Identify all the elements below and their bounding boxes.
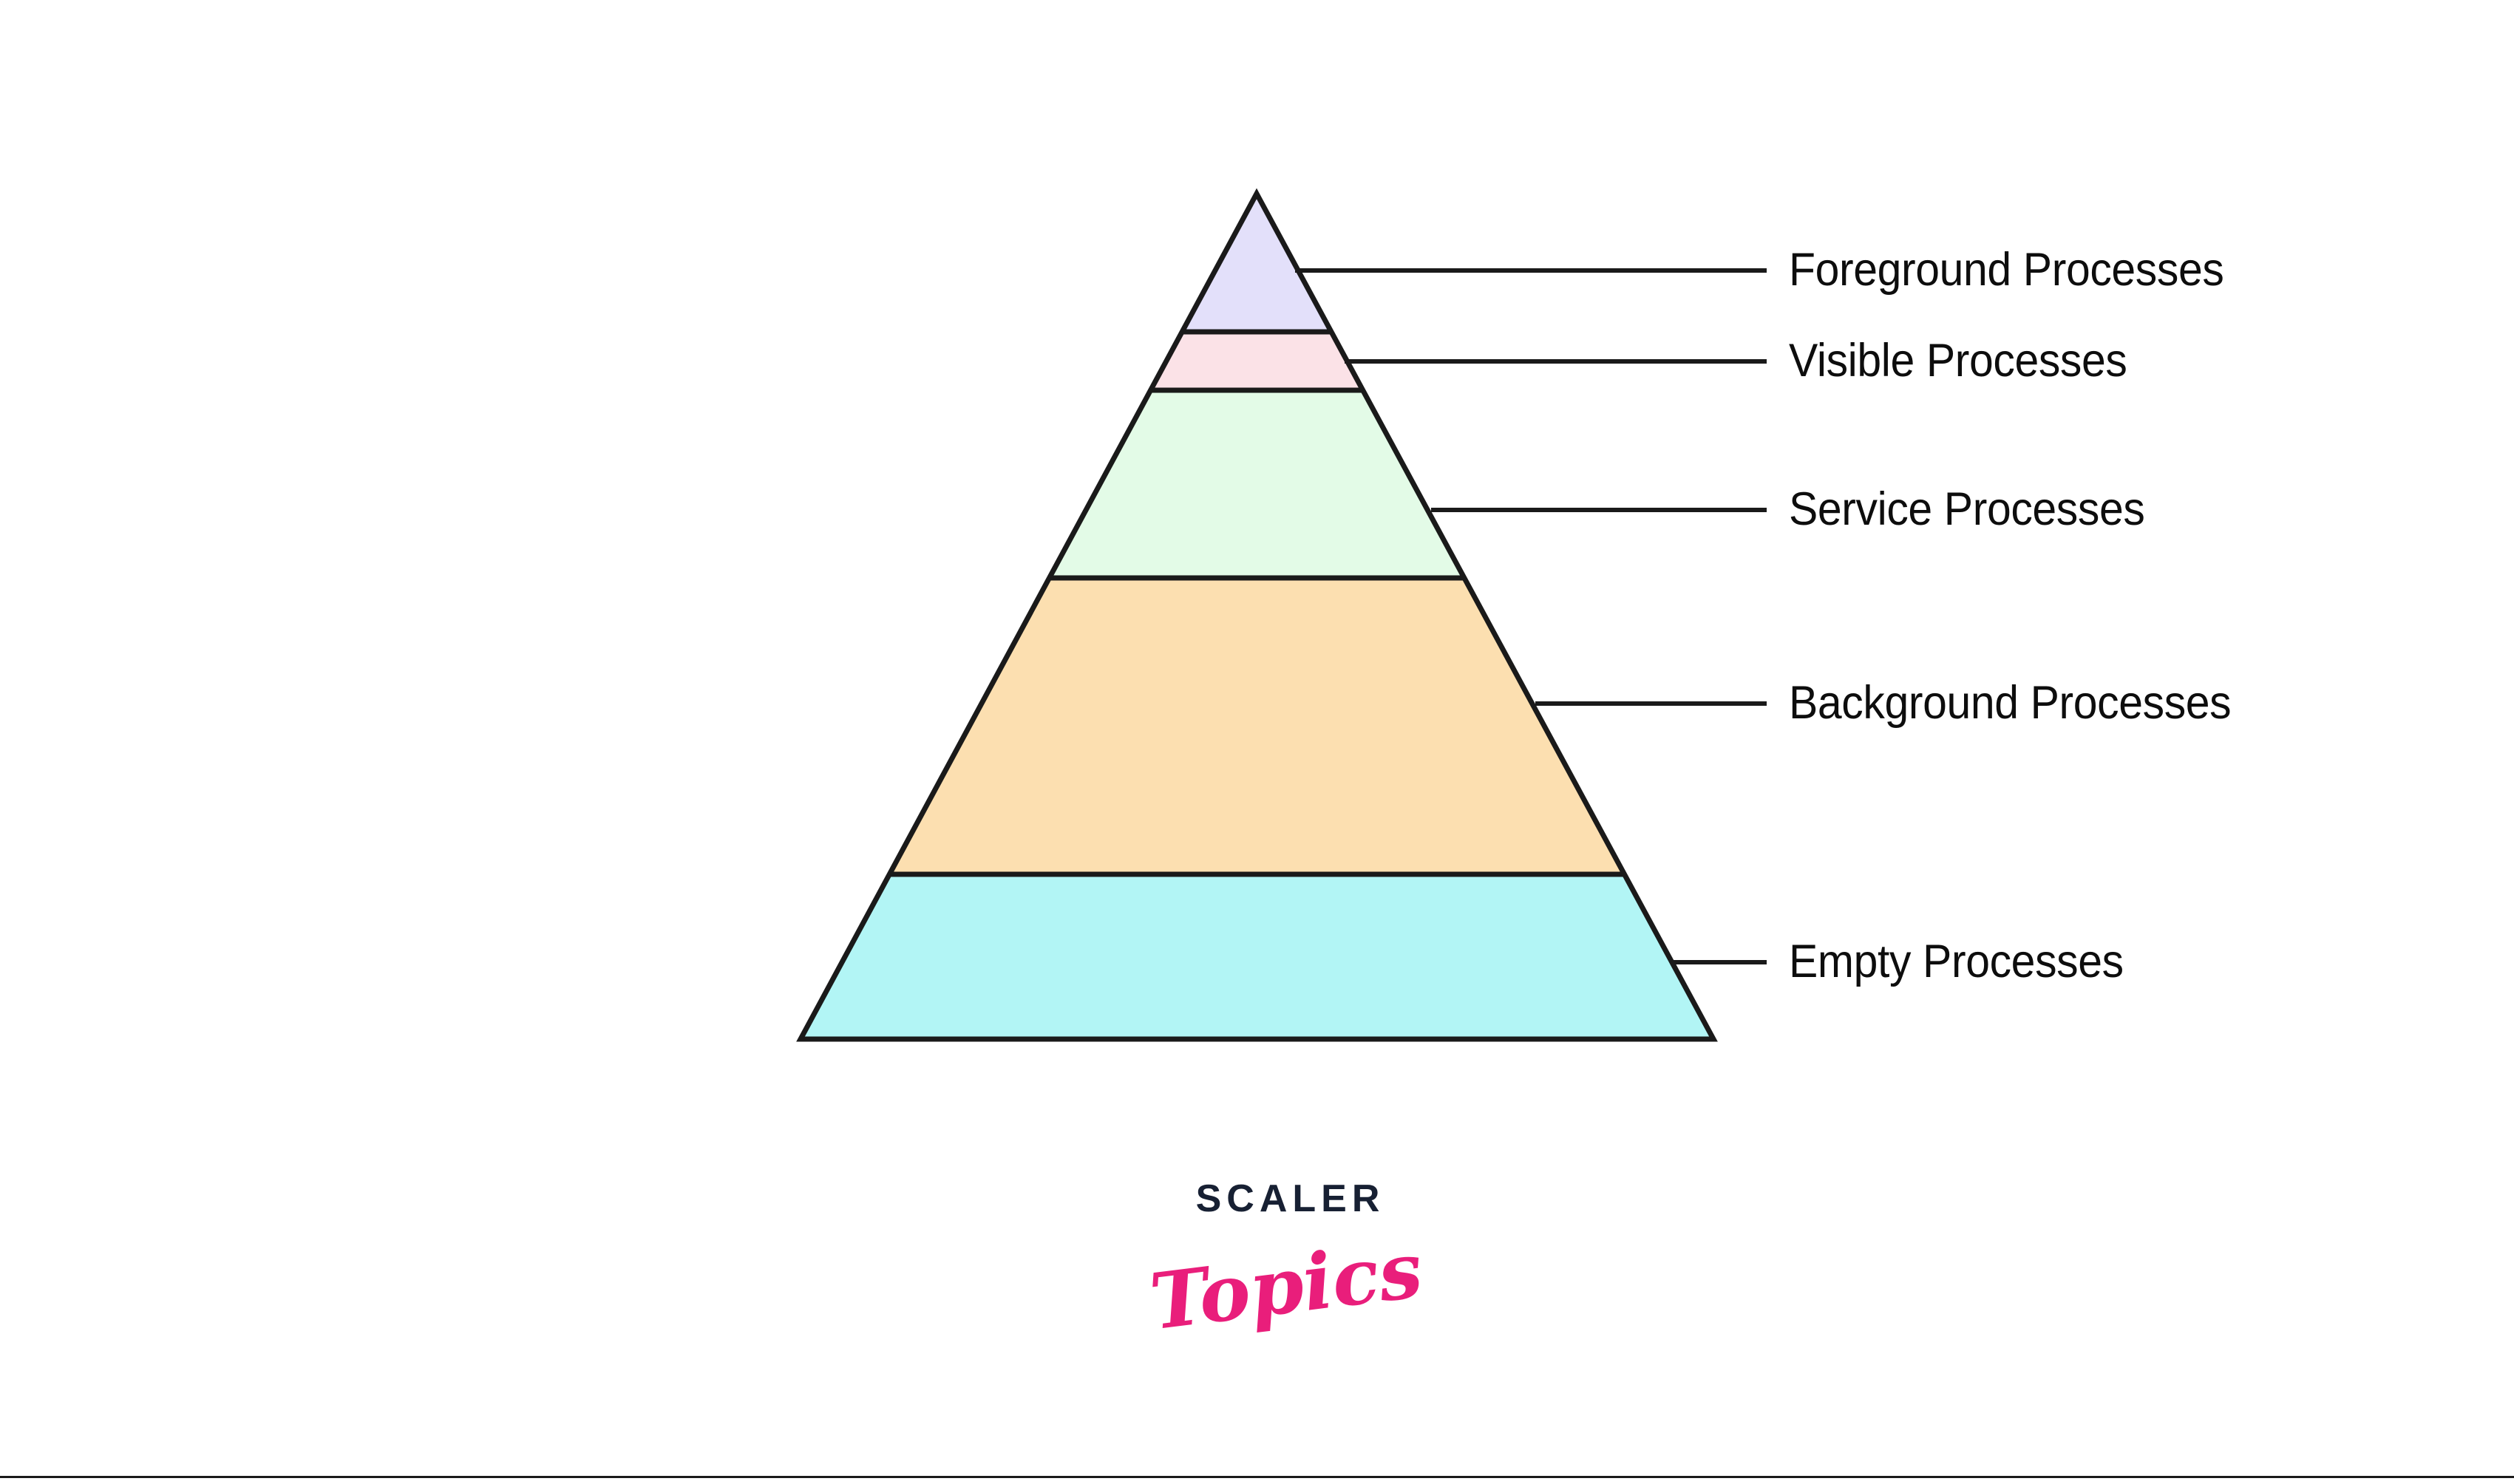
band-label-service: Service Processes [1789,483,2145,535]
band-label-visible: Visible Processes [1789,335,2127,387]
svg-text:Topics: Topics [1147,1224,1427,1347]
pyramid-band-empty [800,874,1713,1039]
pyramid-band-service [1049,390,1464,578]
band-label-foreground: Foreground Processes [1789,244,2224,296]
leader-lines [1295,268,1767,964]
pyramid-band-background [889,578,1625,874]
pyramid-bands [800,194,1713,1039]
scaler-wordmark: SCALER [1195,1177,1385,1220]
pyramid-band-dividers [889,329,1625,877]
pyramid-band-foreground [1182,194,1331,332]
pyramid-outline [796,188,1718,1042]
band-label-empty: Empty Processes [1789,936,2124,987]
pyramid-band-visible [1150,332,1363,390]
band-label-background: Background Processes [1789,677,2232,729]
footer-rule [0,1476,2514,1478]
topics-script-svg: Topics [1145,1224,1427,1347]
pyramid-outline-path [796,188,1718,1042]
scaler-topics-logo: SCALER Topics [1145,1177,1428,1372]
topics-script: Topics [1145,1209,1428,1361]
